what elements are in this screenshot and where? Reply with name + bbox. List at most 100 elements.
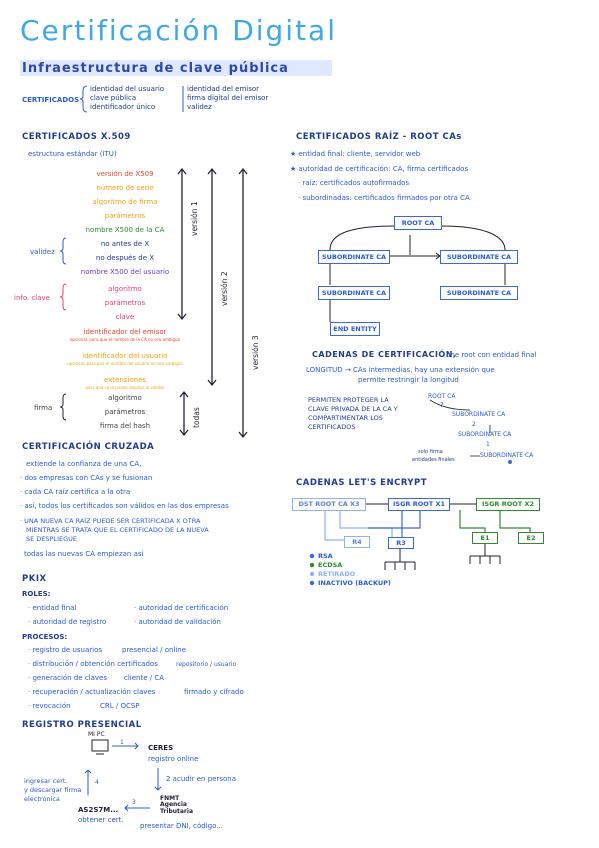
le-e2: E2 (518, 532, 544, 544)
le-r4: R4 (344, 536, 370, 548)
proceso-0-a: · registro de usuarios (28, 646, 103, 654)
cadenas-permiten-0: PERMITEN PROTEGER LA (308, 396, 389, 404)
x509-field-8: algoritmo (108, 285, 142, 293)
x509-field-2: algoritmo de firma (92, 198, 158, 206)
x509-field-10: clave (115, 313, 135, 321)
cadenas-longitud: LONGITUD → CAs intermedias, hay una exte… (306, 366, 495, 374)
x509-field-6: no después de X (95, 254, 155, 262)
proceso-1-a: · distribución / obtención certificados (28, 660, 158, 668)
registro-descargar: y descargar firma (24, 786, 82, 794)
x509-field-1: número de serie (96, 184, 154, 192)
cert-right-1: firma digital del emisor (187, 94, 269, 102)
raiz-line-3: · subordinadas: certificados firmados po… (298, 194, 470, 202)
x509-note-usuario: opcional, para que el nombre del usuario… (67, 361, 183, 366)
cadenas-permiten-1: CLAVE PRIVADA DE LA CA Y (308, 405, 398, 413)
version-3-label: versión 3 (251, 335, 260, 370)
x509-field-9: parámetros (104, 299, 146, 307)
page-subtitle: Infraestructura de clave pública (22, 61, 289, 76)
x509-field-0: versión de X509 (96, 170, 154, 178)
le-r3: R3 (388, 537, 414, 549)
cruzada-line-2: · cada CA raíz certifica a la otra (20, 488, 131, 496)
cadenas-root: ROOT CA (428, 393, 456, 400)
side-label-validez: validez (30, 248, 55, 256)
legend-inactivo: INACTIVO (BACKUP) (318, 579, 391, 587)
raiz-line-1: ★ autoridad de certificación: CA, firma … (290, 165, 469, 173)
x509-heading: CERTIFICADOS X.509 (22, 132, 131, 142)
cadenas-solo: solo firma (418, 449, 443, 455)
version-2-label: versión 2 (220, 271, 229, 306)
pkix-role-3: · autoridad de validación (134, 618, 221, 626)
proceso-2-b: cliente / CA (124, 674, 165, 682)
cadenas-heading: CADENAS DE CERTIFICACIÓN, (312, 350, 457, 359)
pkix-role-0: · entidad final (28, 604, 77, 612)
cadenas-sub2: SUBORDINATE CA (458, 431, 512, 438)
le-dst-root: DST ROOT CA X3 (292, 498, 366, 511)
x509-field-5: no antes de X (100, 240, 150, 248)
pkix-role-2: · autoridad de registro (28, 618, 107, 626)
x509-field-14: algoritmo (108, 394, 142, 402)
cruzada-heading: CERTIFICACIÓN CRUZADA (22, 442, 155, 452)
proceso-3-b: firmado y cifrado (184, 688, 244, 696)
cruzada-line-6: SE DESPLIEGUE (26, 535, 78, 543)
letsencrypt-heading: CADENAS LET'S ENCRYPT (296, 478, 428, 488)
proceso-1-b: repositorio / usuario (176, 661, 237, 668)
registro-step2: 2 acudir en persona (166, 775, 236, 783)
cert-left-0: identidad del usuario (90, 85, 165, 93)
tree-sub-ca-2: SUBORDINATE CA (440, 250, 518, 264)
page-title: Certificación Digital (20, 14, 337, 47)
proceso-2-a: · generación de claves (28, 674, 108, 682)
le-isrg-x1: ISGR ROOT X1 (388, 498, 450, 511)
cadenas-permiten-2: COMPARTIMENTAR LOS (308, 414, 383, 422)
cert-right-0: identidad del emisor (187, 85, 260, 93)
registro-agencia: Agencia Tributaria (160, 801, 193, 815)
cadenas-sub3: SUBORDINATE CA (480, 452, 534, 459)
cadenas-longitud2: permite restringir la longitud (358, 376, 459, 384)
registro-mipc: MI PC (88, 731, 105, 738)
tree-root-ca: ROOT CA (394, 216, 442, 230)
registro-codigo: AS2S7M... (78, 806, 119, 814)
pkix-heading: PKIX (22, 574, 47, 584)
registro-online: registro online (148, 755, 199, 763)
registro-ceres: CERES (148, 744, 174, 752)
cert-right-2: validez (187, 103, 212, 111)
x509-field-3: parámetros (104, 212, 146, 220)
cadenas-n1: 1 (486, 441, 490, 448)
x509-field-12: identificador del usuario (82, 352, 168, 360)
certificados-label: CERTIFICADOS (22, 96, 80, 104)
registro-heading: REGISTRO PRESENCIAL (22, 720, 142, 730)
raiz-line-2: · raíz: certificados autofirmados (298, 179, 410, 187)
legend-ecdsa: ECDSA (318, 561, 343, 569)
cruzada-line-0: extiende la confianza de una CA, (26, 460, 142, 468)
registro-obtener: obtener cert. (78, 816, 124, 824)
x509-field-7: nombre X500 del usuario (80, 268, 170, 276)
cadenas-q: ? (440, 401, 444, 409)
cadenas-permiten-3: CERTIFICADOS (308, 423, 356, 431)
registro-step1: 1 (120, 739, 124, 746)
x509-field-11: identificador del emisor (83, 328, 167, 336)
proceso-4-a: · revocación (28, 702, 71, 710)
registro-step4: 4 (95, 779, 99, 786)
registro-fnmt: FNMT (160, 795, 180, 802)
cadenas-dot (508, 460, 512, 464)
cruzada-line-3: · así, todos los certificados son válido… (20, 502, 229, 510)
cruzada-line-1: · dos empresas con CAs y se fusionan (20, 474, 153, 482)
proceso-0-b: presencial / online (122, 646, 187, 654)
x509-field-15: parámetros (104, 408, 146, 416)
version-todas-label: todas (192, 407, 201, 428)
side-label-info-clave: info. clave (14, 294, 50, 302)
registro-step3: 3 (132, 799, 136, 806)
cruzada-line-5: MIENTRAS SE TRATA QUE EL CERTIFICADO DE … (26, 526, 209, 534)
cruzada-line-7: todas las nuevas CA empiezan así (24, 550, 144, 558)
registro-ingresar: ingresar cert. (24, 777, 68, 785)
cadenas-heading-rest: une root con entidad final (446, 351, 537, 359)
x509-note-emisor: opcional, para que el nombre de la CA no… (69, 337, 181, 342)
x509-note-extensiones: para que se le pueda ampliar la validez (85, 385, 165, 390)
proceso-4-b: CRL / OCSP (100, 702, 140, 710)
cruzada-line-4: · UNA NUEVA CA RAÍZ PUEDE SER CERTIFICAD… (20, 517, 201, 525)
pkix-roles-label: ROLES: (22, 590, 51, 598)
raiz-heading: CERTIFICADOS RAÍZ - ROOT CAs (296, 132, 462, 142)
cert-left-2: identificador único (90, 103, 156, 111)
proceso-3-a: · recuperación / actualización claves (28, 688, 156, 696)
x509-field-16: firma del hash (99, 422, 151, 430)
